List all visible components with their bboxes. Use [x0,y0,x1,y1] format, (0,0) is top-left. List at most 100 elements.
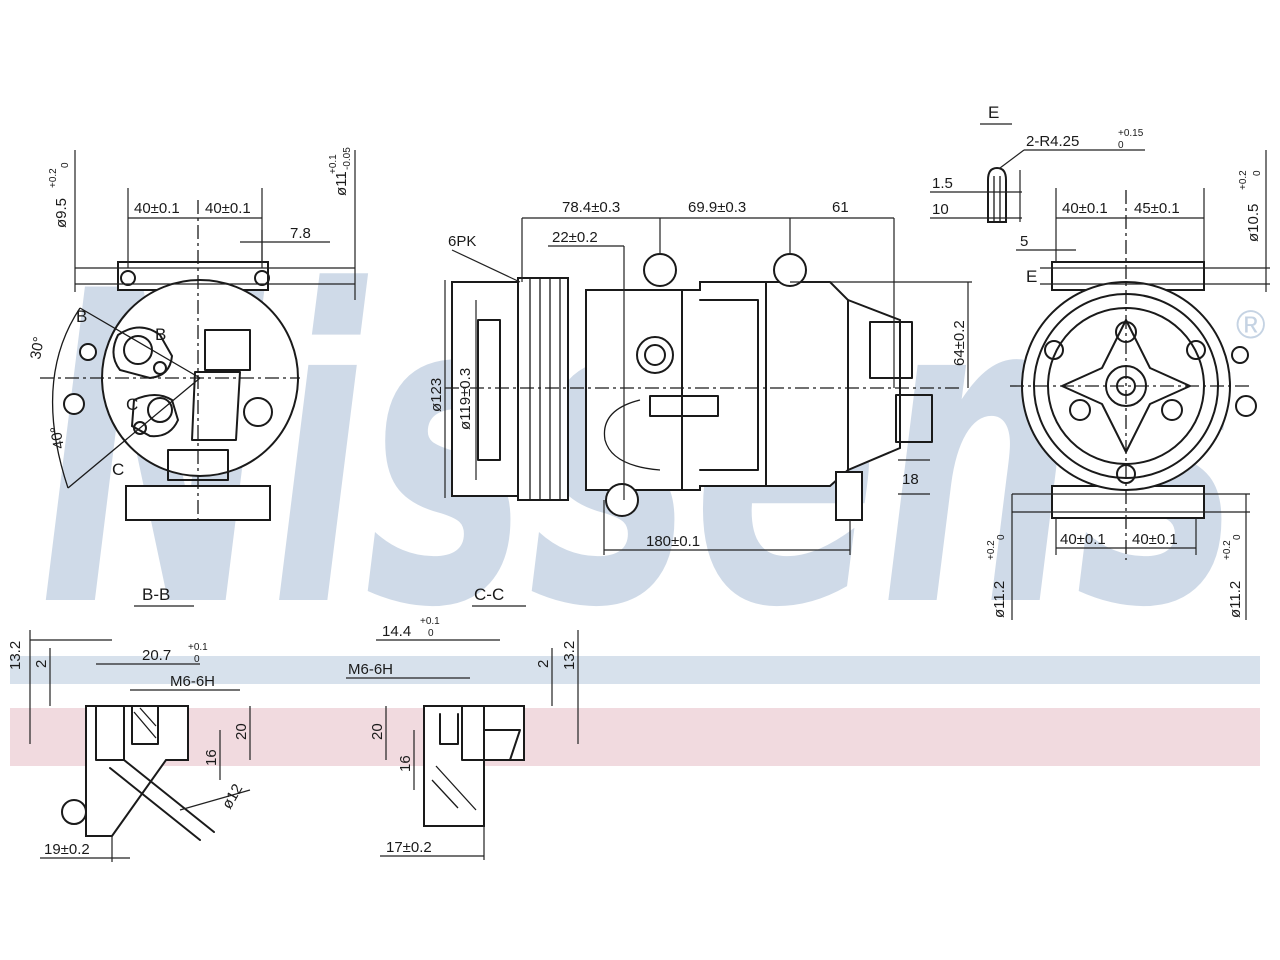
pulley-hub [477,319,501,461]
bb-hatch-2 [139,707,157,727]
right-bolt-1 [1044,340,1064,360]
right-rivet-3 [1161,399,1183,421]
right-label-e: E [1026,267,1037,286]
detail-e-leader [999,149,1025,169]
right-dim-d112-b: ø11.2 [1227,581,1244,618]
discharge-port-bore [147,397,173,423]
detail-e-radius-tol-up: +0.15 [1118,128,1144,139]
left-connector-top [79,343,97,361]
right-top-flange [1051,261,1205,291]
left-angle-ray-1 [79,307,201,379]
dim-40-a: 40±0.1 [134,200,180,217]
detail-e-title: E [988,103,999,122]
detail-e-dim-15: 1.5 [932,175,953,192]
right-dim-d105-tol-up: +0.2 [1238,170,1249,190]
dim-d11-tol-up: +0.1 [328,154,339,174]
side-lower-lug [835,471,863,521]
watermark-red-band [10,708,1260,766]
cc-hatch-2 [435,765,477,811]
left-view [40,150,356,521]
section-cc-labels: C-C 14.4 +0.1 0 M6-6H 2 13.2 20 16 17±0.… [348,585,578,856]
watermark-registered: ® [1236,303,1265,347]
right-dim-45: 45±0.1 [1134,200,1180,217]
right-view-labels: 40±0.1 45±0.1 5 ø10.5 +0.2 0 E 40±0.1 40… [986,170,1263,618]
dim-180: 180±0.1 [646,533,700,550]
dim-69-9: 69.9±0.3 [688,199,746,216]
right-bolt-2 [1186,340,1206,360]
dim-78: 7.8 [290,225,311,242]
cc-dim-20-label: 20 [369,723,386,740]
bb-dim-2-label: 2 [33,660,50,668]
dim-d11-tol-low: -0.05 [342,147,353,170]
bb-angle-bore [109,759,215,841]
rear-housing [847,298,901,472]
right-dim-5: 5 [1020,233,1028,250]
detail-e-radius: 2-R4.25 [1026,133,1079,150]
right-dim-40-b: 40±0.1 [1060,531,1106,548]
bb-hatch-1 [133,711,157,739]
bb-dim-20-label: 20 [233,723,250,740]
label-b-2: B [155,325,166,344]
dim-line-6pk [451,249,521,283]
right-side-connector-1 [1231,346,1249,364]
right-dim-40-c: 40±0.1 [1132,531,1178,548]
section-cc-title: C-C [474,585,504,604]
bb-dim-d12-label: ø12 [219,781,247,812]
bb-dim-132: 13.2 [7,641,24,670]
right-dim-d105: ø10.5 [1245,204,1262,242]
dim-61: 61 [832,199,849,216]
left-view-labels: ø9.5 +0.2 0 40±0.1 40±0.1 7.8 ø11 +0.1 -… [27,147,353,479]
body-rib [699,299,759,471]
dim-d123: ø123 [428,378,445,412]
bb-dim-207-tol-low: 0 [194,654,200,665]
left-connector-bottom [63,393,85,415]
left-lower-block [167,449,229,481]
right-side-connector-2 [1235,395,1257,417]
cc-dim-2-label: 2 [535,660,552,668]
dim-d95: ø9.5 [53,198,70,228]
detail-e-dim-10: 10 [932,201,949,218]
left-mount-boss [243,397,273,427]
bb-dim-207-tol-up: +0.1 [188,642,208,653]
side-mount-boss-1 [643,253,677,287]
belt-spec: 6PK [448,233,476,250]
dim-22: 22±0.2 [552,229,598,246]
dim-40-b: 40±0.1 [205,200,251,217]
section-cc [346,605,579,860]
cc-dim-144-tol-low: 0 [428,628,434,639]
label-b-1: B [76,307,87,326]
detail-e-labels: E 2-R4.25 +0.15 0 1.5 10 [932,103,1144,218]
discharge-port-bolt [133,421,147,435]
right-dim-d112-tol-up-b: +0.2 [1222,540,1233,560]
bb-dim-16-label: 16 [203,749,220,766]
bb-dim-d12 [179,789,251,811]
right-dim-d112-a: ø11.2 [991,581,1008,618]
cc-taper [483,729,521,761]
section-bb [29,605,251,862]
dim-64: 64±0.2 [951,320,968,366]
dim-d11: ø11 [333,171,350,196]
dim-d95-tol-low: 0 [60,162,71,168]
valve-connector [895,394,933,443]
bb-connector [61,799,87,825]
cc-bore [461,705,485,761]
detail-e-radius-tol-low: 0 [1118,140,1124,151]
right-view [1010,150,1270,620]
right-dim-d112-tol-low-b: 0 [1232,534,1243,540]
bb-thread [131,705,159,745]
dim-78-4: 78.4±0.3 [562,199,620,216]
bb-dim-207-label: 20.7 [142,647,171,664]
right-rivet-2 [1069,399,1091,421]
angle-40: 40° [47,425,68,450]
side-mount-boss-2 [773,253,807,287]
cc-dim-144-label: 14.4 [382,623,411,640]
angle-30: 30° [27,335,48,360]
cc-thread [439,713,459,745]
left-flange-hole-1 [120,270,136,286]
label-c-2: C [112,460,124,479]
right-dim-d112-tol-low-a: 0 [996,534,1007,540]
right-dim-40-a: 40±0.1 [1062,200,1108,217]
watermark-blue-band [10,656,1260,684]
suction-port-side [636,336,674,374]
